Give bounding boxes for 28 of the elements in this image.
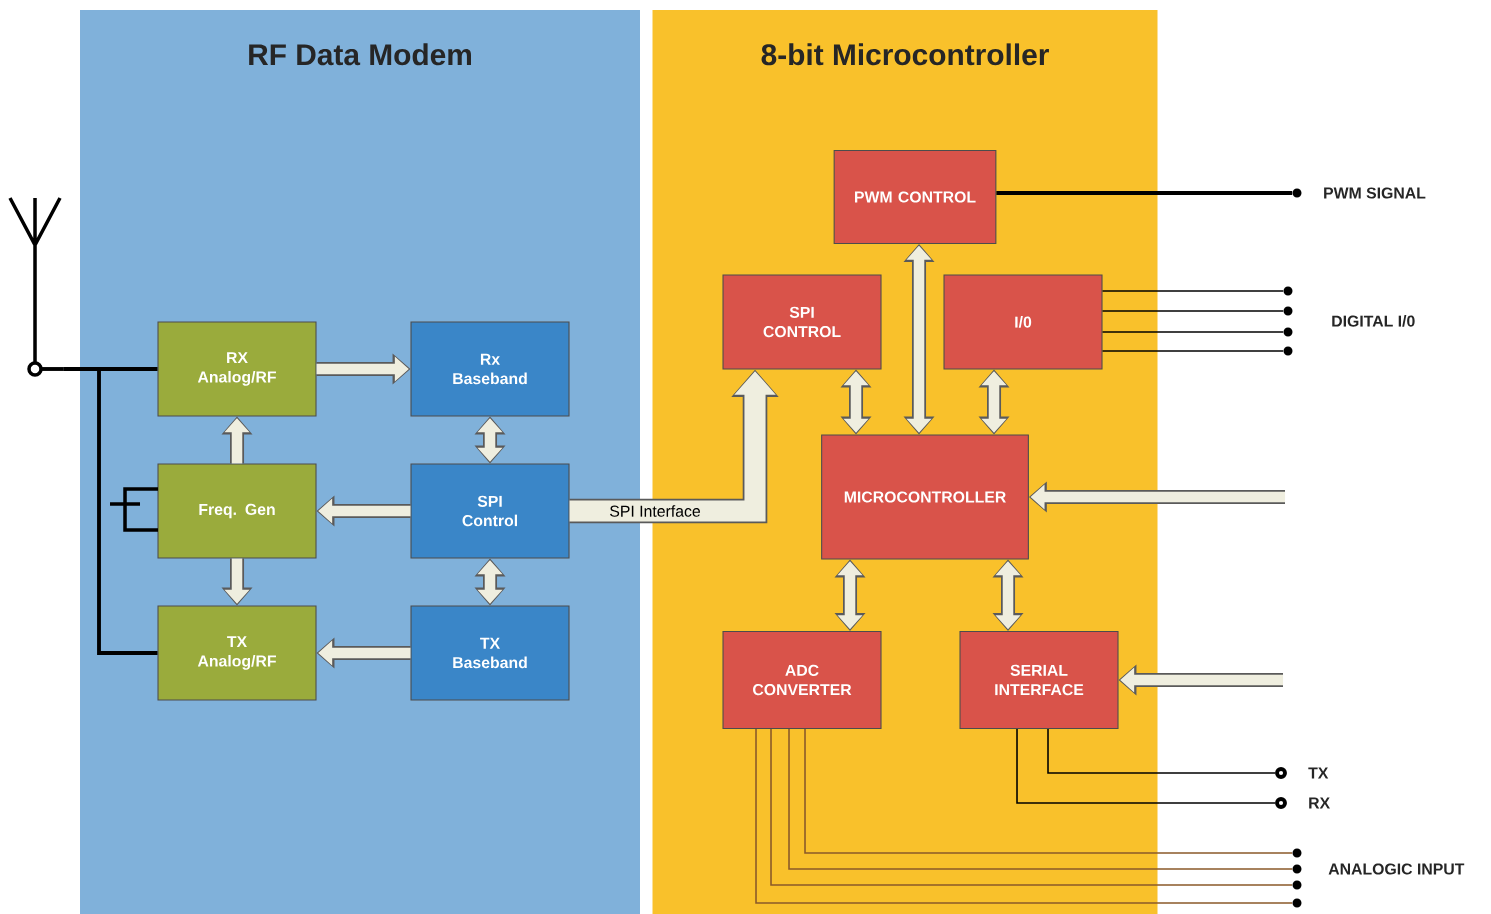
connector-line bbox=[1101, 331, 1284, 333]
signal-label: DIGITAL I/0 bbox=[1332, 315, 1415, 327]
terminal-label: RX bbox=[1309, 797, 1330, 809]
connector-line bbox=[63, 367, 158, 655]
connector-line bbox=[996, 191, 1293, 195]
terminal-label: PWM SIGNAL bbox=[1324, 187, 1426, 199]
block-box: SPI Control bbox=[410, 463, 570, 559]
block-box: Rx Baseband bbox=[410, 321, 570, 417]
connector-line bbox=[1016, 728, 1276, 804]
connector-line bbox=[1101, 290, 1284, 292]
signal-label: ANALOGIC INPUT bbox=[1328, 863, 1465, 875]
block-box: TX Analog/RF bbox=[157, 605, 317, 701]
block-box: MICROCONTROLLER bbox=[821, 434, 1029, 560]
terminal-label: TX bbox=[1308, 767, 1329, 779]
block-box: Freq. Gen bbox=[157, 463, 317, 559]
connector-line bbox=[1047, 728, 1276, 774]
block-box: SERIAL INTERFACE bbox=[959, 630, 1119, 730]
connector-line bbox=[1101, 310, 1284, 312]
block-box: TX Baseband bbox=[410, 605, 570, 701]
antenna-drawing bbox=[8, 196, 63, 377]
terminal-ring bbox=[1275, 767, 1287, 779]
block-box: ADC CONVERTER bbox=[722, 630, 882, 730]
terminal-ring bbox=[1275, 797, 1287, 809]
connector-line bbox=[1101, 350, 1284, 352]
block-box: RX Analog/RF bbox=[157, 321, 317, 417]
block-box: SPI CONTROL bbox=[722, 274, 882, 370]
block-box: I/0 bbox=[943, 274, 1103, 370]
block-box: PWM CONTROL bbox=[833, 149, 997, 245]
